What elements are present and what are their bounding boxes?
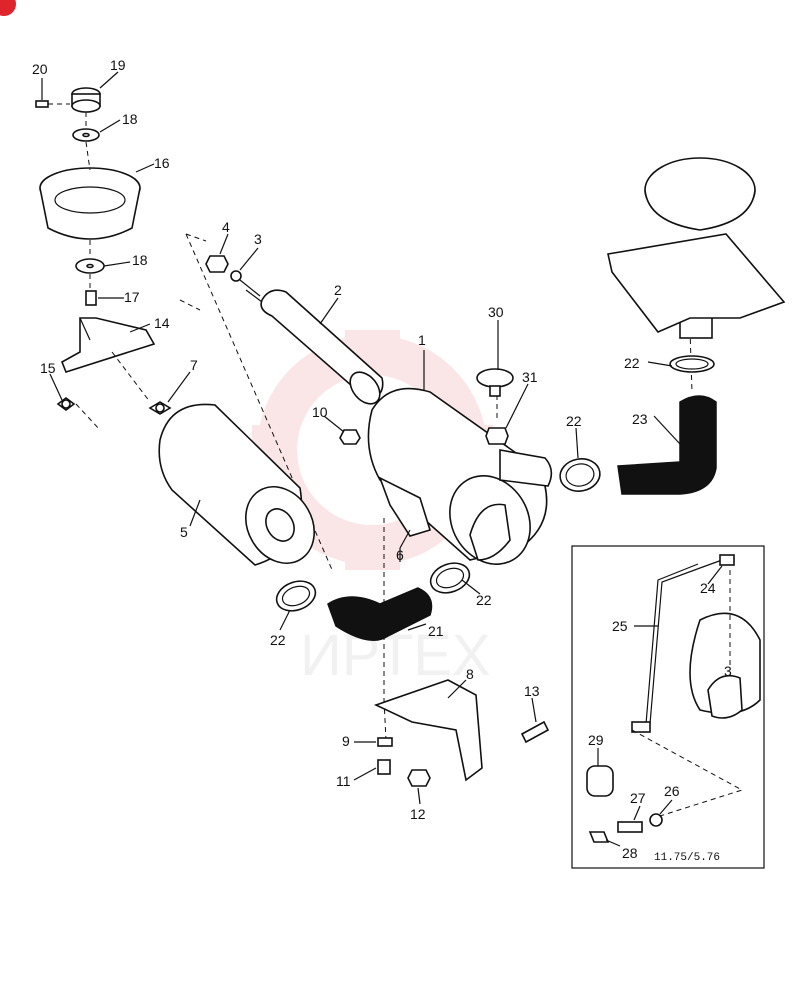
hose-clamps — [275, 355, 715, 612]
callout-16: 16 — [154, 155, 170, 171]
filter-element — [158, 403, 315, 566]
callout-9: 9 — [342, 733, 350, 749]
callout-1: 1 — [418, 332, 426, 348]
callout-12: 12 — [410, 806, 426, 822]
callout-3: 3 — [254, 231, 262, 247]
callout-29: 29 — [588, 732, 604, 748]
callout-leaders — [41, 71, 723, 847]
callout-3-inset: 3 — [724, 663, 732, 679]
callout-17: 17 — [124, 289, 140, 305]
callout-30: 30 — [488, 304, 504, 320]
callout-18-bottom: 18 — [132, 252, 148, 268]
callout-5: 5 — [180, 524, 188, 540]
callout-7: 7 — [190, 357, 198, 373]
callout-22-top: 22 — [624, 355, 640, 371]
callout-21: 21 — [428, 623, 444, 639]
callout-22-right: 22 — [566, 413, 582, 429]
callout-31: 31 — [522, 369, 538, 385]
inset-code: 11.75/5.76 — [654, 852, 720, 864]
callout-23: 23 — [632, 411, 648, 427]
callout-10: 10 — [312, 404, 328, 420]
callout-6: 6 — [396, 547, 404, 563]
callout-26: 26 — [664, 783, 680, 799]
callout-19: 19 — [110, 57, 126, 73]
callout-4: 4 — [222, 219, 230, 235]
callout-28: 28 — [622, 845, 638, 861]
precleaner-tube — [245, 289, 384, 405]
callout-15: 15 — [40, 360, 56, 376]
callout-2: 2 — [334, 282, 342, 298]
corner-badge[interactable] — [0, 0, 16, 16]
cap-assembly — [35, 87, 172, 431]
watermark-text: ИРТЕХ — [300, 623, 491, 688]
callout-24: 24 — [700, 580, 716, 596]
callout-11: 11 — [336, 773, 351, 789]
lower-elbow-hose — [327, 587, 433, 641]
mounting-hardware — [205, 255, 261, 297]
callout-25: 25 — [612, 618, 628, 634]
callout-13: 13 — [524, 683, 540, 699]
intake-stack — [607, 157, 786, 339]
callout-22-left: 22 — [270, 632, 286, 648]
air-cleaner-housing — [339, 387, 553, 565]
callout-8: 8 — [466, 666, 474, 682]
inset-panel — [571, 545, 765, 869]
upper-elbow-hose — [617, 395, 717, 495]
callout-20: 20 — [32, 61, 48, 77]
callout-14: 14 — [154, 315, 170, 331]
mount-bracket — [373, 679, 550, 787]
callout-labels: 1 2 3 4 5 6 7 8 9 10 11 12 13 14 15 16 1… — [32, 57, 732, 864]
callout-22-middle: 22 — [476, 592, 492, 608]
vacuator-fitting — [476, 368, 514, 445]
callout-18-top: 18 — [122, 111, 138, 127]
callout-27: 27 — [630, 790, 646, 806]
